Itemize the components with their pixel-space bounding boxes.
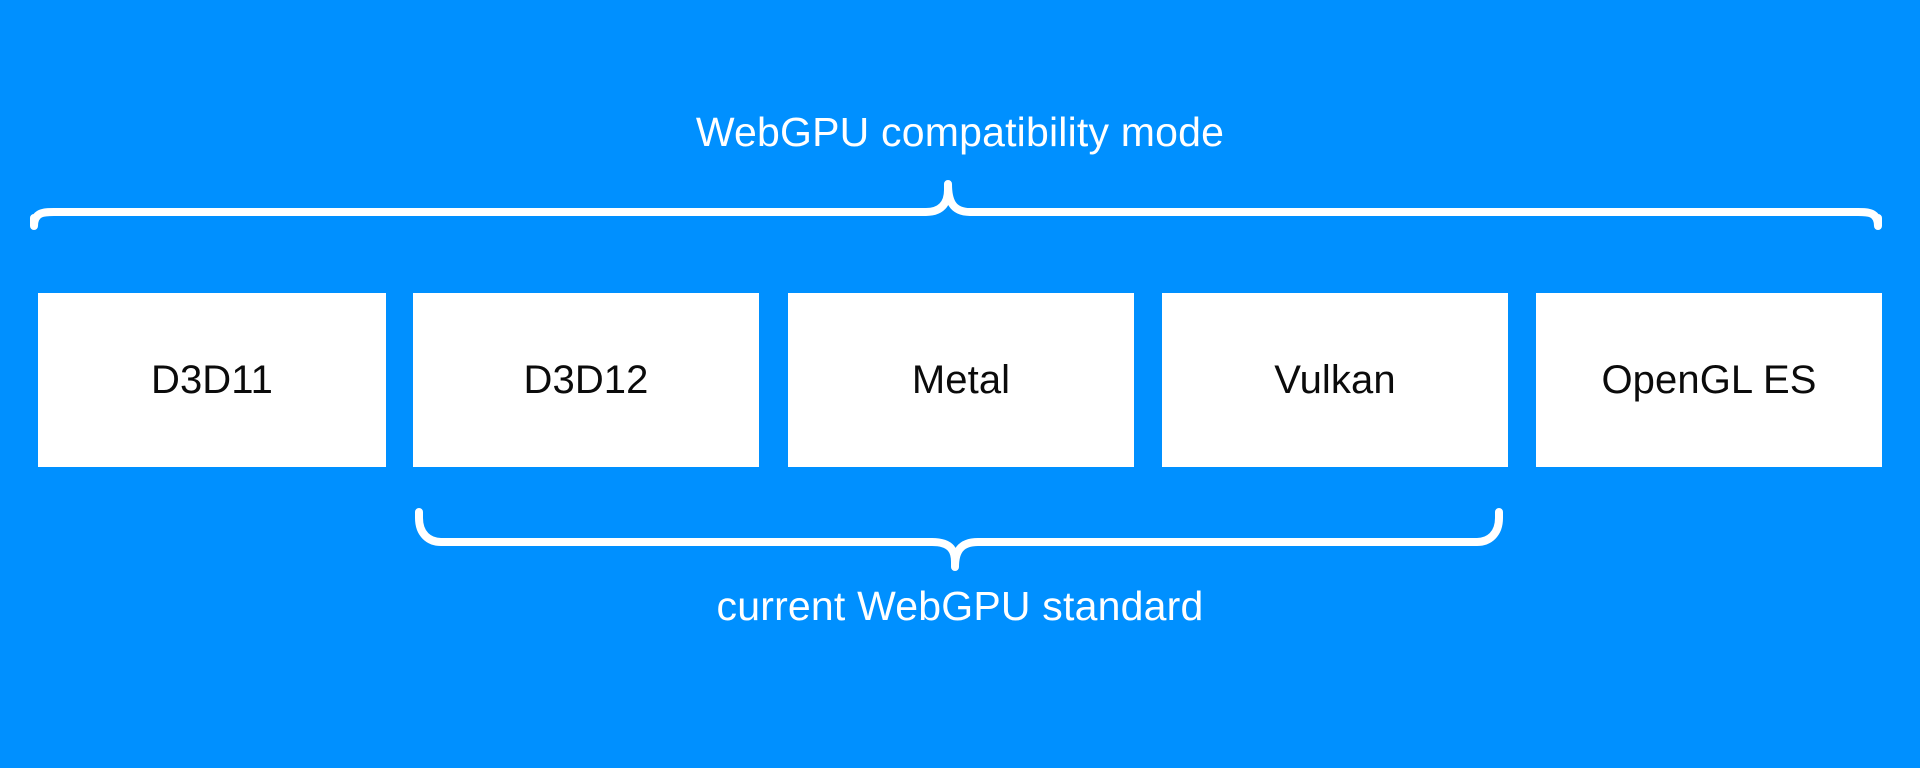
api-box-label: Vulkan: [1274, 358, 1396, 402]
top-group-label: WebGPU compatibility mode: [695, 109, 1225, 155]
api-box-opengl-es[interactable]: OpenGL ES: [1536, 293, 1882, 467]
api-box-label: D3D11: [150, 358, 274, 402]
api-box-metal[interactable]: Metal: [788, 293, 1134, 467]
api-box-vulkan[interactable]: Vulkan: [1162, 293, 1508, 467]
api-boxes-row: D3D11 D3D12 Metal Vulkan OpenGL ES: [0, 293, 1920, 467]
api-box-label: Metal: [911, 358, 1011, 402]
top-group-brace-icon: [30, 180, 1882, 230]
bottom-group-label: current WebGPU standard: [716, 583, 1204, 629]
api-box-label: D3D12: [523, 358, 649, 402]
api-box-label: OpenGL ES: [1601, 358, 1817, 402]
bottom-group-brace-icon: [415, 508, 1503, 571]
api-box-d3d11[interactable]: D3D11: [38, 293, 386, 467]
api-box-d3d12[interactable]: D3D12: [413, 293, 759, 467]
